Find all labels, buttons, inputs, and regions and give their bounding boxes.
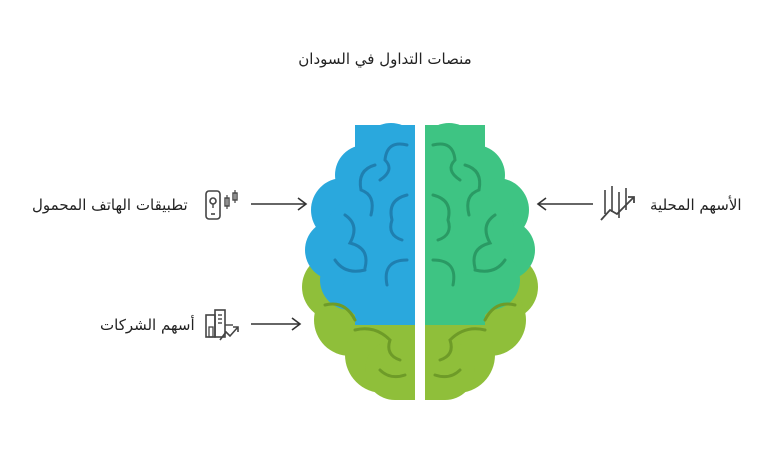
arrow-company-stocks (251, 317, 302, 331)
center-fissure (415, 115, 425, 405)
brain-illustration (302, 115, 538, 405)
right-gyri (431, 142, 507, 287)
company-stocks-icon (205, 309, 239, 341)
right-lower-gyri (433, 302, 517, 379)
label-mobile-apps: تطبيقات الهاتف المحمول (32, 196, 188, 214)
left-gyri (333, 142, 409, 287)
stock-chart-icon (600, 186, 635, 221)
left-lower-gyri (323, 302, 407, 379)
arrow-local-stocks (536, 197, 593, 211)
label-company-stocks: أسهم الشركات (100, 316, 195, 334)
arrow-mobile-apps (251, 197, 308, 211)
diagram-title: منصات التداول في السودان (298, 50, 472, 68)
mobile-trading-icon (205, 190, 238, 220)
label-local-stocks: الأسهم المحلية (650, 196, 742, 214)
